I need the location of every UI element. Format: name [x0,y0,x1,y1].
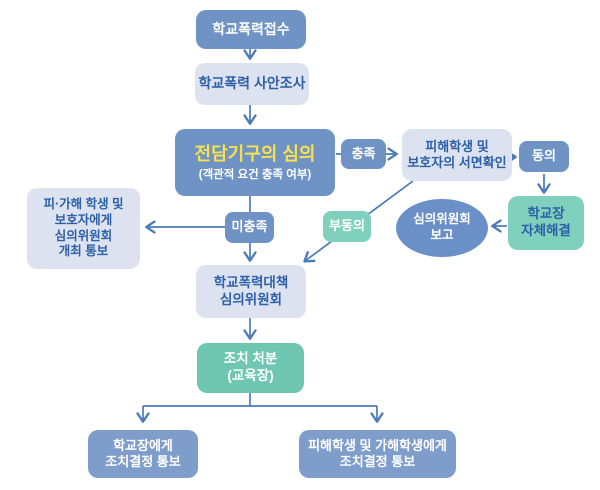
deliberation-committee-box: 학교폭력대책 심의위원회 [196,265,306,318]
case-investigation-box: 학교폭력 사안조사 [195,63,309,105]
task-force-review-subtitle: (객관적 요건 충족 여부) [198,169,312,182]
condition-satisfied-box: 충족 [341,139,386,169]
principal-self-resolution-box: 학교장 자체해결 [508,196,584,250]
notify-students-box: 피해학생 및 가해학생에게 조치결정 통보 [299,430,456,478]
committee-report-ellipse: 심의위원회 보고 [396,199,488,257]
notify-principal-box: 학교장에게 조치결정 통보 [88,430,198,478]
disposition-box: 조치 처분 (교육장) [197,343,304,393]
task-force-review-box: 전담기구의 심의 (객관적 요건 충족 여부) [175,129,335,196]
condition-not-satisfied-box: 미충족 [225,212,274,243]
written-confirmation-box: 피해학생 및 보호자의 서면확인 [402,129,512,181]
hearing-notice-box: 피·가해 학생 및 보호자에게 심의위원회 개최 통보 [27,188,140,269]
report-intake-box: 학교폭력접수 [196,10,306,49]
consent-box: 동의 [519,141,569,172]
dissent-box: 부동의 [323,211,371,242]
task-force-review-title: 전담기구의 심의 [194,143,316,164]
